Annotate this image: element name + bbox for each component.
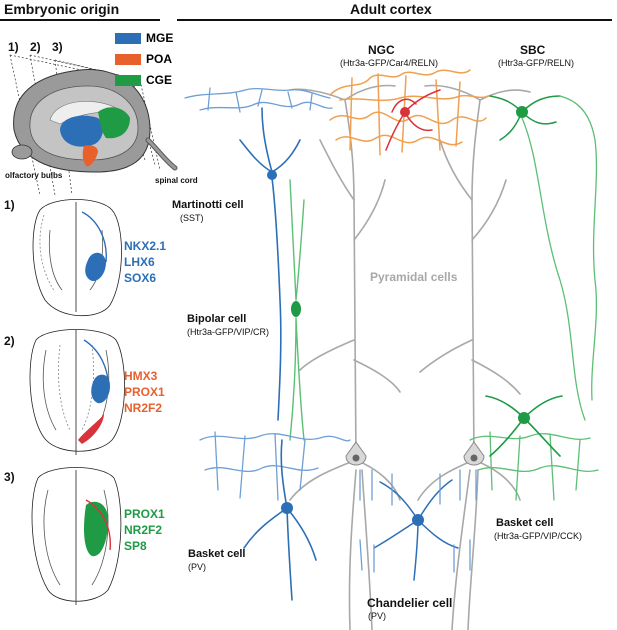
- panel-3-gene-3: SP8: [124, 539, 147, 553]
- legend-swatch-mge: [115, 32, 141, 44]
- panel-2-gene-1: HMX3: [124, 369, 158, 383]
- panel-2-gene-2: PROX1: [124, 385, 165, 399]
- panel-2-gene-3: NR2F2: [124, 401, 163, 415]
- section-number-2: 2): [30, 40, 41, 54]
- legend-label-cge: CGE: [146, 73, 173, 87]
- coronal-section-3: [31, 467, 122, 605]
- coronal-section-2: [29, 329, 125, 455]
- basket-cell-right-label: Basket cell: [496, 517, 554, 529]
- chandelier-markers: (PV): [368, 611, 386, 621]
- panel-1-gene-3: SOX6: [124, 271, 157, 285]
- martinotti-label: Martinotti cell: [172, 199, 244, 211]
- bipolar-label: Bipolar cell: [187, 313, 247, 325]
- ngc-label: NGC: [368, 43, 395, 57]
- panel-3-gene-2: NR2F2: [124, 523, 163, 537]
- chandelier-label: Chandelier cell: [367, 596, 453, 610]
- basket-cell-left-markers: (PV): [188, 562, 206, 572]
- panel-1-gene-1: NKX2.1: [124, 239, 167, 253]
- legend-cge: CGE: [115, 73, 172, 87]
- legend-swatch-cge: [115, 74, 141, 86]
- pyramidal-cells: [289, 84, 531, 630]
- basket-cell-right-markers: (Htr3a-GFP/VIP/CCK): [494, 531, 583, 541]
- basket-cell-right-neuron: [469, 395, 599, 501]
- section-number-3: 3): [52, 40, 63, 54]
- adult-cortex-header: Adult cortex: [350, 1, 432, 17]
- panel-3-number: 3): [4, 470, 15, 484]
- panel-1-number: 1): [4, 198, 15, 212]
- legend-label-poa: POA: [146, 52, 173, 66]
- olfactory-bulbs-label: olfactory bulbs: [5, 171, 63, 180]
- panel-3-gene-1: PROX1: [124, 507, 165, 521]
- legend-label-mge: MGE: [146, 31, 174, 45]
- ngc-markers: (Htr3a-GFP/Car4/RELN): [340, 58, 439, 68]
- pyramidal-somata: [345, 441, 485, 466]
- coronal-section-1: [32, 199, 122, 317]
- panel-2-number: 2): [4, 334, 15, 348]
- section-number-1: 1): [8, 40, 19, 54]
- sbc-neuron: [489, 95, 598, 421]
- sbc-markers: (Htr3a-GFP/RELN): [498, 58, 575, 68]
- basket-cell-left-neuron: [199, 431, 351, 601]
- martinotti-neuron: [184, 87, 333, 421]
- bipolar-markers: (Htr3a-GFP/VIP/CR): [187, 327, 270, 337]
- panel-1-gene-2: LHX6: [124, 255, 155, 269]
- legend-swatch-poa: [115, 53, 141, 65]
- sbc-label: SBC: [520, 43, 546, 57]
- basket-cell-left-label: Basket cell: [188, 548, 246, 560]
- legend-poa: POA: [115, 52, 172, 66]
- martinotti-markers: (SST): [180, 213, 204, 223]
- bipolar-neuron: [289, 179, 305, 441]
- pyramidal-cells-label: Pyramidal cells: [370, 270, 458, 284]
- chandelier-neuron: [359, 469, 477, 581]
- spinal-cord-label: spinal cord: [155, 176, 198, 185]
- ngc-neuron: [329, 69, 489, 156]
- embryonic-brain-illustration: [9, 54, 178, 196]
- embryonic-origin-header: Embryonic origin: [4, 1, 120, 17]
- legend-mge: MGE: [115, 31, 173, 45]
